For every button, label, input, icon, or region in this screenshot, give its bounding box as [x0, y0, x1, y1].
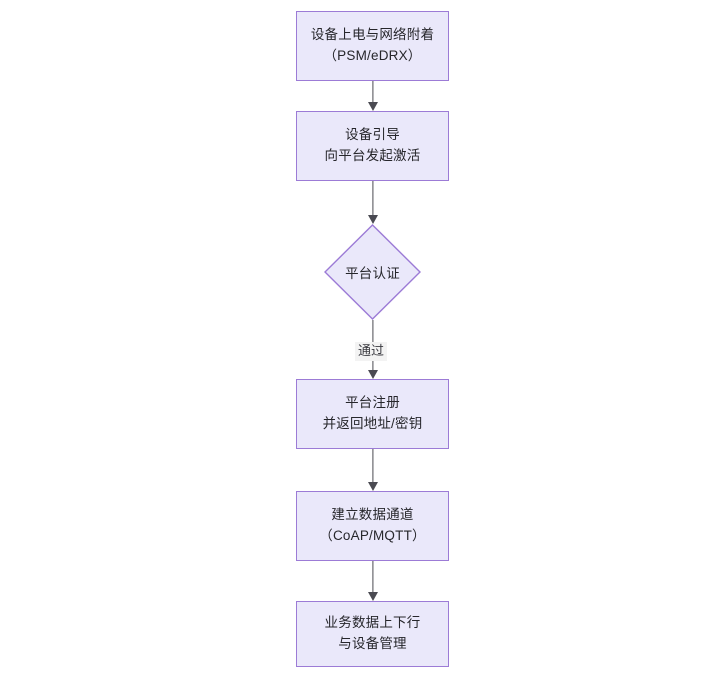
flow-node-business-data[interactable]: 业务数据上下行 与设备管理 — [296, 601, 449, 667]
diamond-shape-icon — [324, 224, 421, 320]
flow-connector-n5-n6 — [364, 561, 382, 601]
flow-node-line2: （PSM/eDRX） — [323, 48, 422, 63]
flow-node-line1: 建立数据通道 — [331, 507, 414, 523]
flow-node-platform-auth-decision[interactable]: 平台认证 — [324, 224, 421, 320]
connector-line — [372, 81, 374, 103]
arrowhead-icon — [368, 592, 378, 601]
arrowhead-icon — [368, 370, 378, 379]
flow-node-line1: 平台注册 — [345, 395, 400, 411]
flow-connector-n2-n3 — [364, 181, 382, 224]
flow-node-platform-registration[interactable]: 平台注册 并返回地址/密钥 — [296, 379, 449, 449]
flow-node-line2: 与设备管理 — [338, 636, 407, 651]
flow-connector-n4-n5 — [364, 449, 382, 491]
arrowhead-icon — [368, 102, 378, 111]
flow-node-line1: 设备引导 — [345, 127, 400, 143]
flow-node-line1: 平台认证 — [345, 266, 400, 281]
arrowhead-icon — [368, 482, 378, 491]
connector-line — [372, 449, 374, 483]
flow-node-line1: 设备上电与网络附着 — [310, 27, 435, 43]
connector-line — [372, 181, 374, 216]
flow-node-data-channel[interactable]: 建立数据通道 （CoAP/MQTT） — [296, 491, 449, 561]
flow-node-line2: 并返回地址/密钥 — [322, 416, 423, 431]
flow-node-line1: 业务数据上下行 — [324, 615, 421, 631]
flow-node-device-bootstrap[interactable]: 设备引导 向平台发起激活 — [296, 111, 449, 181]
connector-line — [372, 561, 374, 593]
edge-label-pass: 通过 — [355, 342, 388, 361]
flow-connector-n1-n2 — [364, 81, 382, 111]
flow-node-line2: 向平台发起激活 — [324, 148, 421, 163]
flow-node-device-power-on[interactable]: 设备上电与网络附着 （PSM/eDRX） — [296, 11, 449, 81]
flow-node-line2: （CoAP/MQTT） — [319, 528, 426, 543]
arrowhead-icon — [368, 215, 378, 224]
